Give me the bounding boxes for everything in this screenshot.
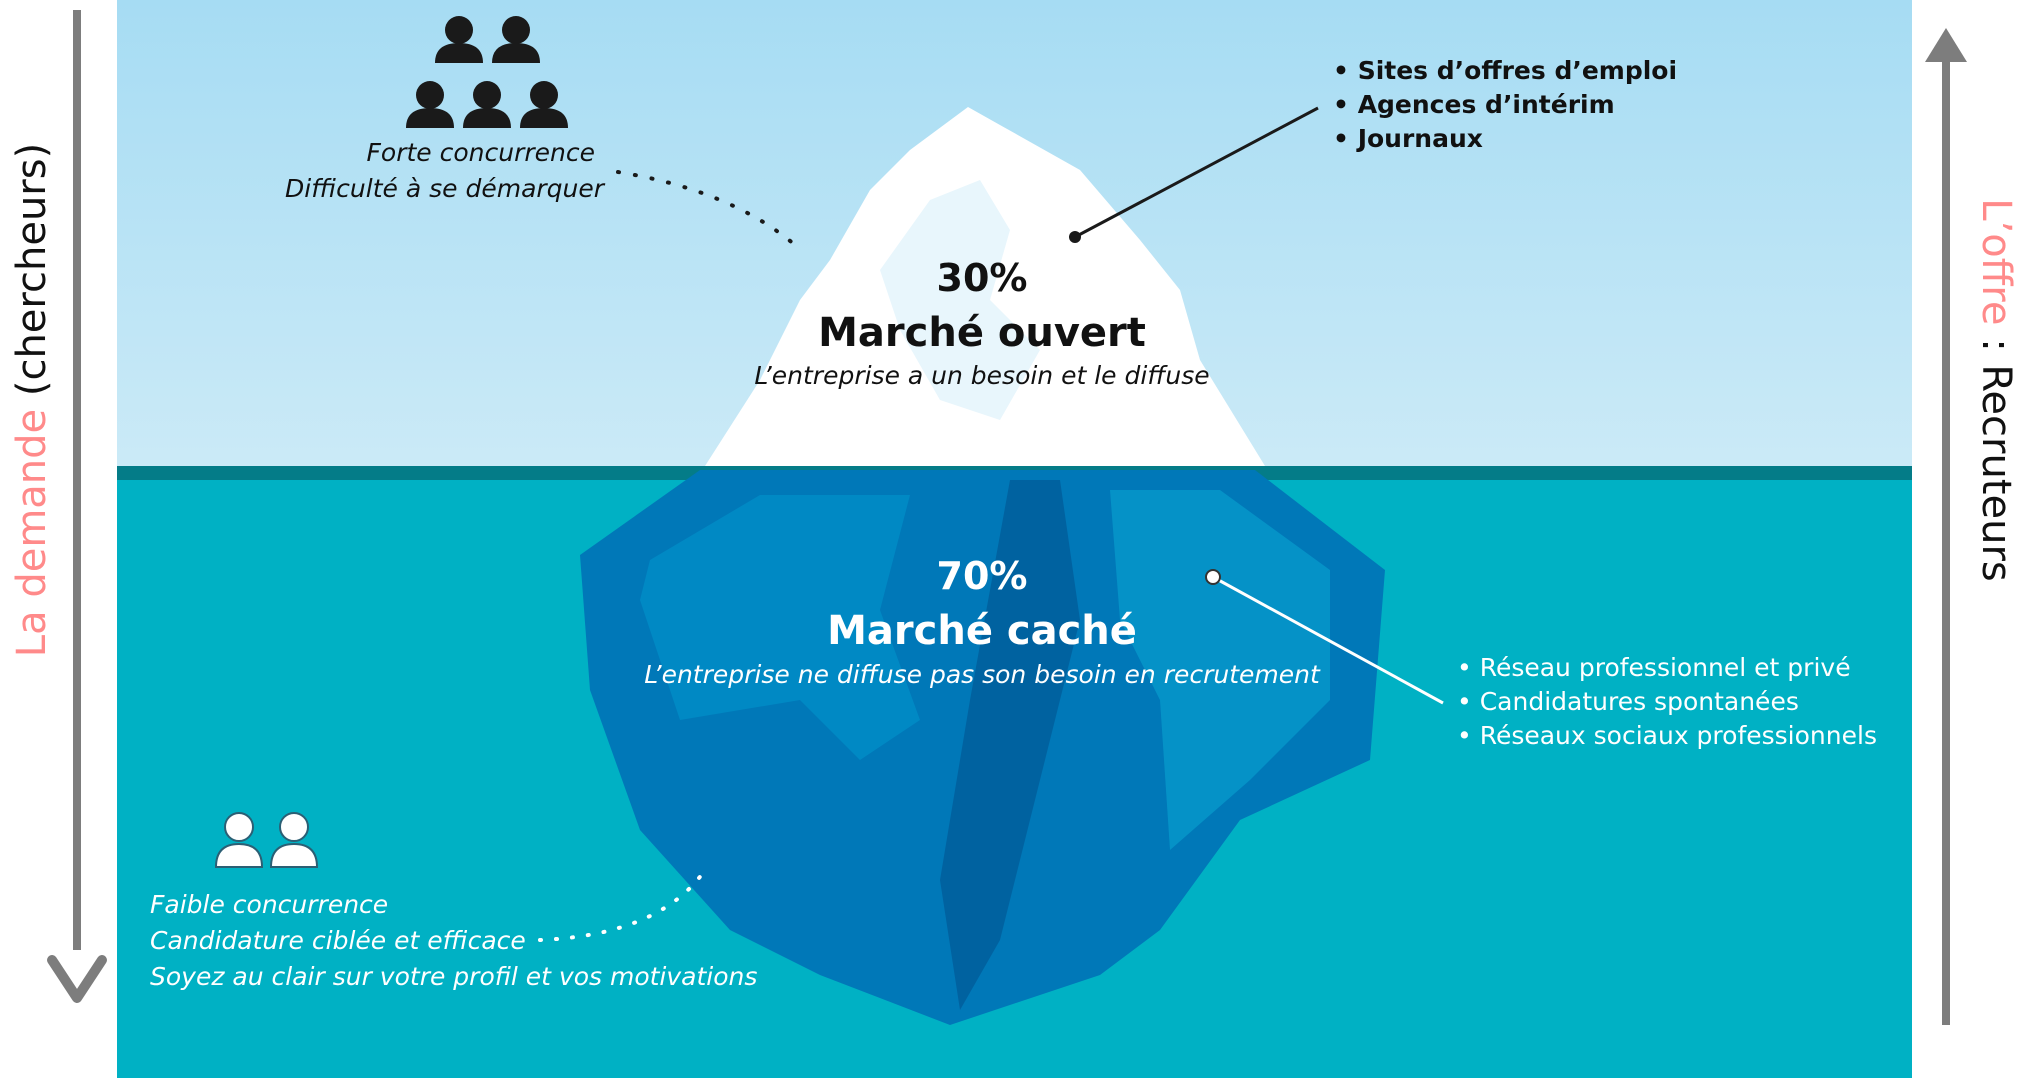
people-pair-icon [214,812,319,868]
demand-axis-rest: (chercheurs) [9,142,55,409]
hidden-market-percent: 70% [936,554,1028,598]
hidden-note-line: Soyez au clair sur votre profil et vos m… [150,962,758,991]
open-note-line: Difficulté à se démarquer [285,174,605,203]
hidden-market-title: Marché caché [827,608,1137,654]
open-market-notes: Forte concurrence Difficulté à se démarq… [285,135,605,207]
hidden-channel-item: Réseaux sociaux professionnels [1457,719,1877,753]
open-market-percent: 30% [936,256,1028,300]
open-channel-item: Journaux [1333,122,1677,156]
open-channels-connector [1074,106,1319,239]
hidden-channel-item: Réseau professionnel et privé [1457,651,1877,685]
demand-arrow-shaft [73,10,81,950]
iceberg-underwater-facet-2 [1110,490,1330,850]
hidden-market-channels: Réseau professionnel et privé Candidatur… [1457,651,1877,753]
hidden-market-subtitle: L’entreprise ne diffuse pas son besoin e… [644,660,1320,689]
open-market-channels: Sites d’offres d’emploi Agences d’intéri… [1333,54,1677,156]
hidden-channels-connector [1212,575,1444,705]
open-channels-dot [1069,231,1081,243]
demand-axis-accent: La demande [9,408,55,658]
hidden-channels-dot [1205,569,1221,585]
open-note-line: Forte concurrence [366,138,595,167]
offer-axis-rest: : Recruteurs [1973,325,2019,582]
open-market-title: Marché ouvert [818,310,1146,356]
hidden-note-line: Faible concurrence [150,890,389,919]
offer-axis-accent: L’offre [1973,198,2019,326]
hidden-market-notes: Faible concurrence Candidature ciblée et… [150,887,757,995]
hidden-note-line: Candidature ciblée et efficace [150,926,526,955]
hidden-channel-item: Candidatures spontanées [1457,685,1877,719]
demand-axis-label: La demande (chercheurs) [9,143,55,657]
open-notes-dotted-curve [616,170,797,247]
offer-axis-label: L’offre : Recruteurs [1973,198,2019,581]
iceberg-underwater-facet [640,495,920,760]
demand-arrow-head [47,955,107,1003]
offer-arrow-head [1925,28,1967,62]
offer-arrow-shaft [1942,60,1950,1025]
people-group-icon [406,16,568,128]
open-market-subtitle: L’entreprise a un besoin et le diffuse [754,361,1210,390]
open-channel-item: Sites d’offres d’emploi [1333,54,1677,88]
open-channel-item: Agences d’intérim [1333,88,1677,122]
iceberg-above-shading [880,180,1040,420]
iceberg-underwater-shadow [940,480,1080,1010]
